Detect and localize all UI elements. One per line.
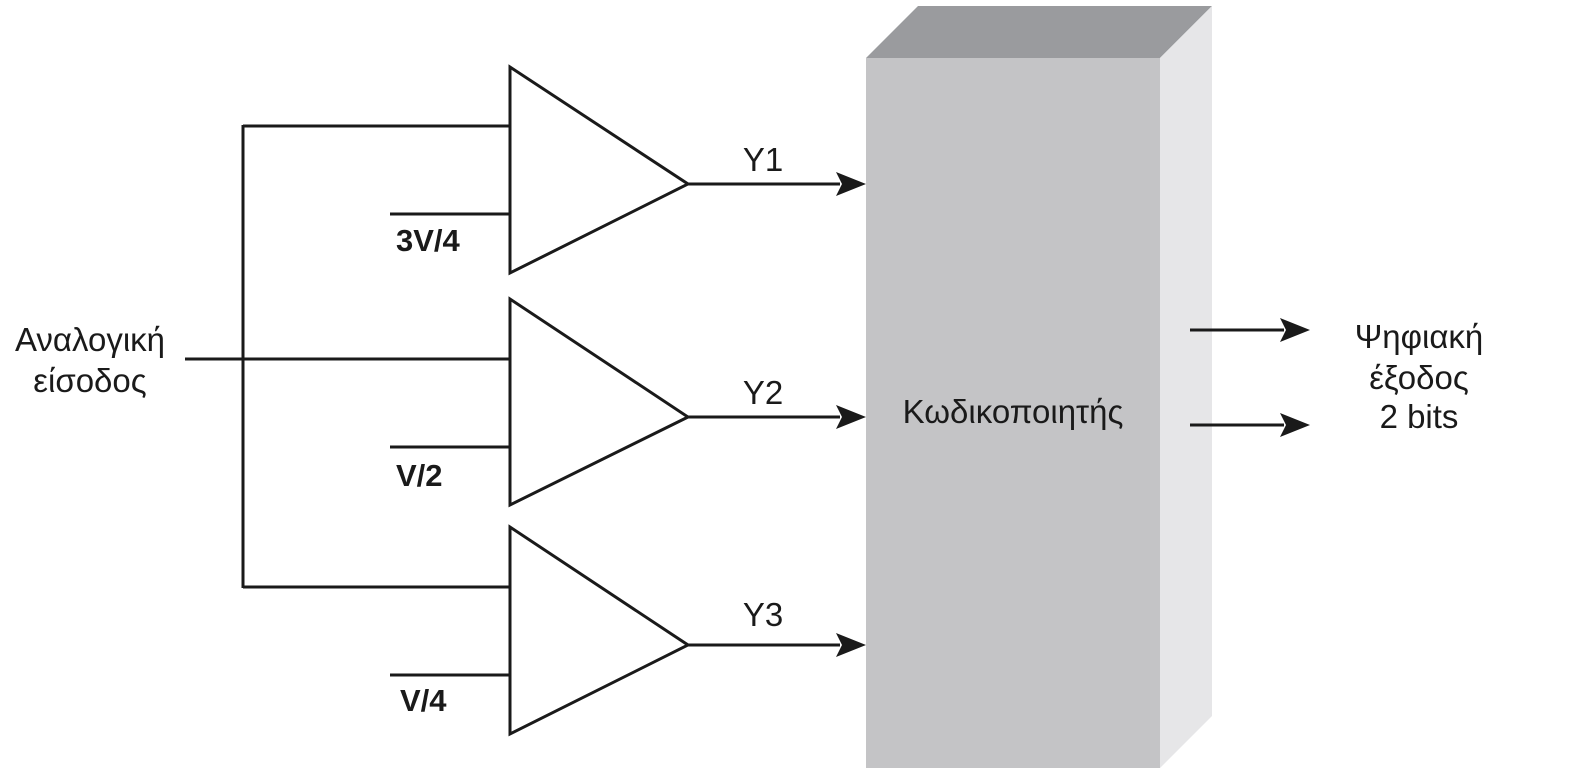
comparator-1: 3V/4 Y1 xyxy=(243,64,866,276)
output-label-line3: 2 bits xyxy=(1380,398,1459,435)
output-bit-2-arrowhead xyxy=(1280,413,1310,437)
encoder-label: Κωδικοποιητής xyxy=(903,393,1124,430)
comparator-1-arrowhead xyxy=(836,172,866,196)
comparator-3-reference: V/4 xyxy=(400,683,447,718)
encoder-front-face xyxy=(866,58,1160,768)
digital-output: Ψηφιακή έξοδος 2 bits xyxy=(1190,318,1483,437)
comparator-2-reference: V/2 xyxy=(396,458,443,493)
comparator-3-output-label: Y3 xyxy=(743,596,783,633)
comparator-1-output-label: Y1 xyxy=(743,141,783,178)
encoder-block: Κωδικοποιητής xyxy=(866,6,1212,768)
output-label-line1: Ψηφιακή xyxy=(1355,318,1484,355)
comparator-2-output-label: Y2 xyxy=(743,374,783,411)
output-label-line2: έξοδος xyxy=(1369,359,1469,396)
output-bit-1-arrowhead xyxy=(1280,318,1310,342)
comparator-3-arrowhead xyxy=(836,633,866,657)
encoder-side-face xyxy=(1160,6,1212,768)
comparator-1-triangle xyxy=(508,64,692,276)
comparator-1-reference: 3V/4 xyxy=(396,223,461,258)
comparator-3-triangle xyxy=(508,524,691,737)
comparator-2-arrowhead xyxy=(836,405,866,429)
input-label-line2: είσοδος xyxy=(33,362,146,399)
analog-input: Αναλογική είσοδος xyxy=(15,125,245,588)
comparator-3: V/4 Y3 xyxy=(243,524,866,737)
comparator-2: V/2 Y2 xyxy=(243,296,866,508)
input-label-line1: Αναλογική xyxy=(15,321,165,358)
comparator-2-triangle xyxy=(508,296,692,508)
encoder-top-face xyxy=(866,6,1212,58)
